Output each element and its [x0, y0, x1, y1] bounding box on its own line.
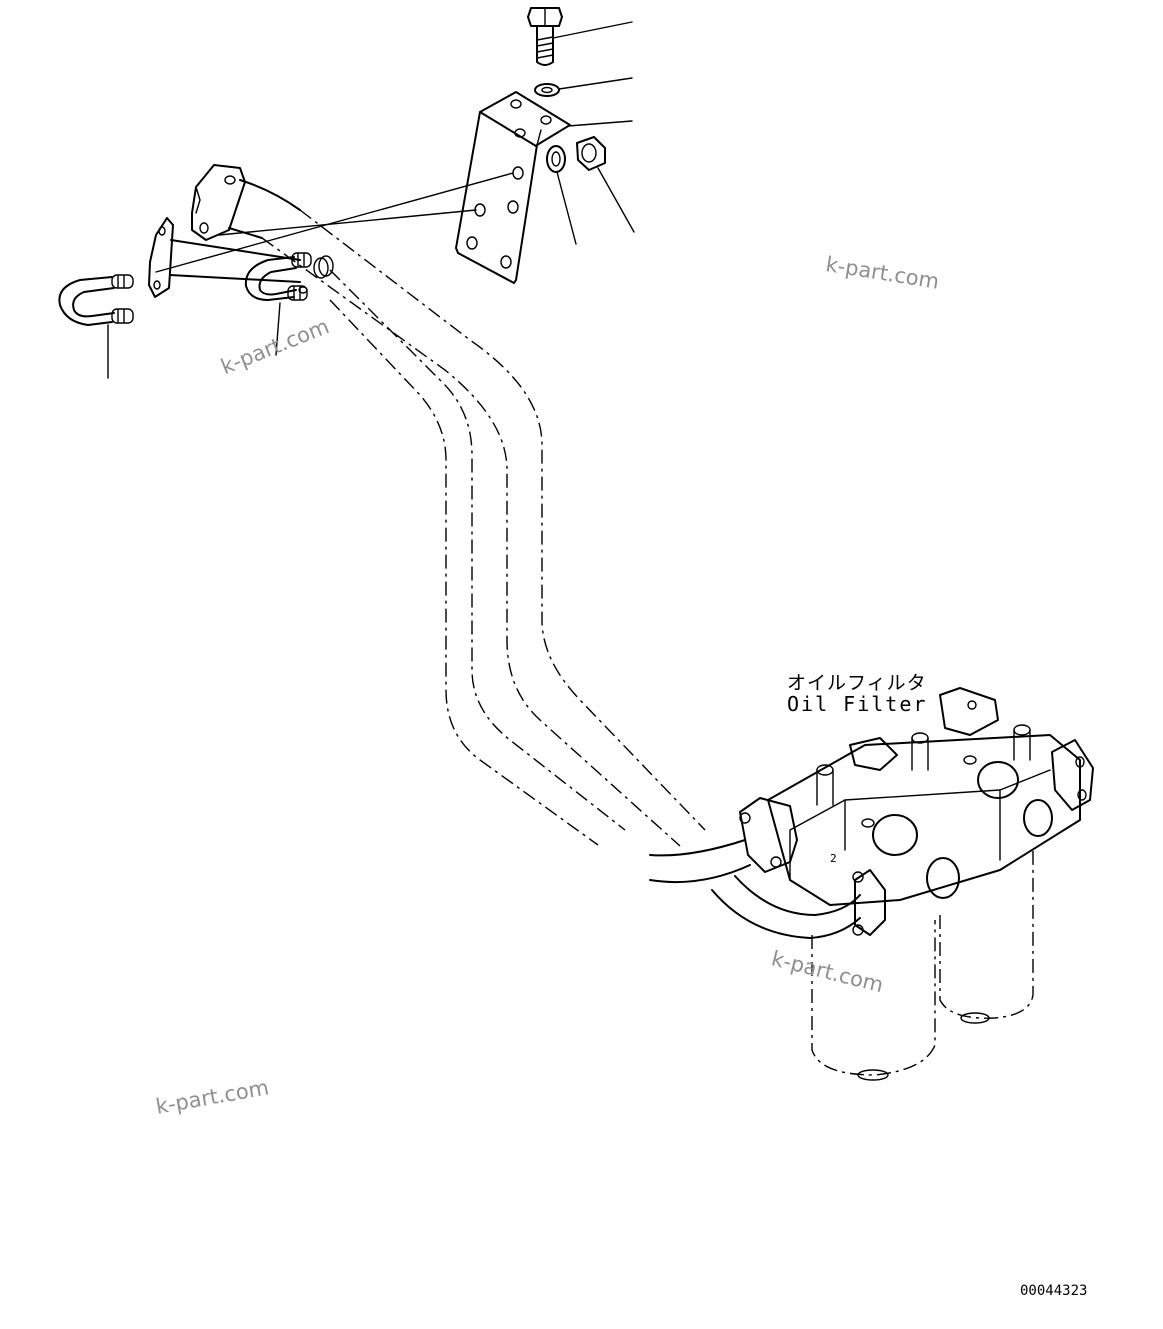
- u-bolt-right: [244, 252, 312, 301]
- oil-pipe-1: [228, 179, 706, 847]
- washer-part: [534, 83, 560, 97]
- drawing-number: 00044323: [1020, 1283, 1088, 1299]
- oil-filter-label-jp: オイルフィルタ: [787, 672, 927, 694]
- oil-filter-assembly: 2: [739, 687, 1094, 1081]
- nut-part: [576, 136, 606, 171]
- bracket-part: [455, 91, 571, 284]
- oil-pipe-2: [169, 239, 626, 846]
- bolt-part: [527, 7, 563, 66]
- flange-plate-upper: [191, 164, 246, 241]
- flange-plate-lower: [148, 217, 174, 298]
- u-bolt-left: [58, 274, 134, 326]
- oil-filter-label-en: Oil Filter: [787, 692, 928, 716]
- washer-part-2: [546, 145, 566, 173]
- svg-text:2: 2: [830, 852, 837, 865]
